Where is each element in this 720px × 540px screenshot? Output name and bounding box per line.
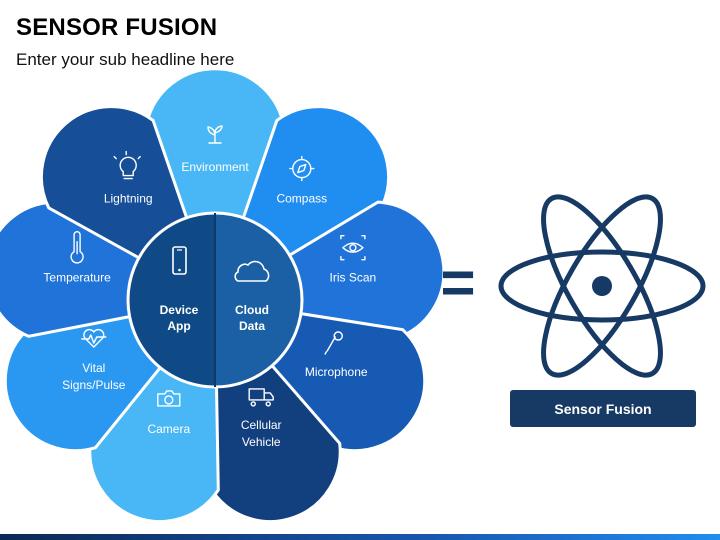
center-hub: Device App Cloud Data (126, 211, 304, 389)
petal-label-cellular-vehicle: Vehicle (242, 435, 281, 449)
petal-label-temperature: Temperature (43, 271, 111, 285)
smartphone-icon (172, 246, 187, 275)
cloud-icon (234, 260, 270, 282)
center-left-line-1: Device (160, 303, 199, 317)
thermometer-icon (70, 231, 84, 264)
eye-scan-icon (340, 234, 366, 261)
petal-label-cellular-vehicle: Cellular (241, 418, 282, 432)
compass-icon (289, 155, 315, 182)
petal-label-microphone: Microphone (305, 365, 368, 379)
center-right-line-2: Data (239, 319, 265, 333)
center-right-line-1: Cloud (235, 303, 269, 317)
atom-icon (498, 194, 706, 378)
petal-label-vital-signs: Vital (82, 361, 105, 375)
truck-icon (248, 388, 274, 407)
camera-icon (157, 390, 181, 407)
petal-label-lightning: Lightning (104, 192, 153, 206)
petal-environment (145, 67, 285, 305)
lightbulb-icon (113, 150, 141, 180)
petal-label-vital-signs: Signs/Pulse (62, 378, 126, 392)
page-subtitle: Enter your sub headline here (16, 50, 235, 69)
petal-label-iris-scan: Iris Scan (330, 271, 377, 285)
petal-label-camera: Camera (147, 422, 190, 436)
equals-sign: = (440, 249, 475, 316)
microphone-icon (324, 331, 343, 355)
sensor-fusion-label: Sensor Fusion (510, 390, 696, 427)
page-title: SENSOR FUSION (16, 14, 218, 41)
petal-label-environment: Environment (181, 160, 249, 174)
bottom-accent-bar (0, 534, 720, 540)
plant-icon (207, 125, 223, 144)
heartbeat-icon (81, 328, 107, 348)
petal-label-compass: Compass (276, 192, 327, 206)
center-left-line-2: App (167, 319, 190, 333)
